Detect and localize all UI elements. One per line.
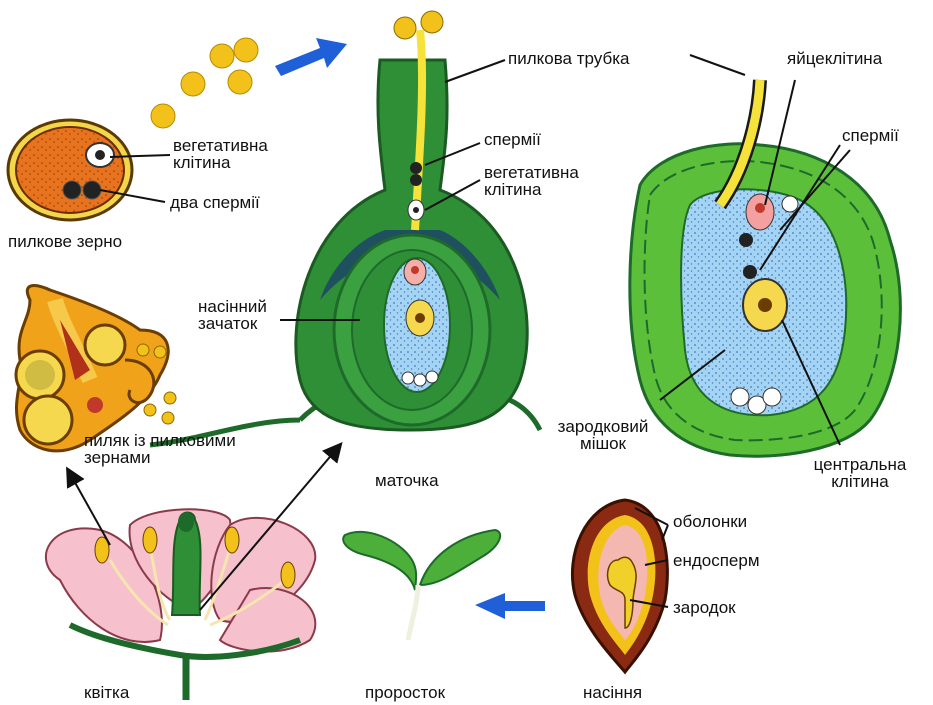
label-two-sperms: два спермії — [170, 194, 260, 211]
label-endosperm: ендосперм — [673, 552, 760, 569]
anther — [16, 286, 168, 451]
label-flower: квітка — [84, 684, 129, 701]
label-sperms-2: спермії — [842, 127, 899, 144]
label-coats: оболонки — [673, 513, 747, 530]
label-pistil: маточка — [375, 472, 439, 489]
flower — [46, 509, 315, 700]
label-vegetative-cell-2: вегетативна клітина — [484, 164, 609, 198]
label-ovule: насінний зачаток — [198, 298, 283, 332]
seedling — [343, 530, 500, 640]
label-sperms-1: спермії — [484, 131, 541, 148]
arrow-pollen-to-pistil — [275, 38, 347, 76]
label-seed: насіння — [583, 684, 642, 701]
label-egg-cell: яйцеклітина — [787, 50, 882, 67]
label-vegetative-cell-1: вегетативна клітина — [173, 137, 298, 171]
seed — [572, 500, 667, 672]
label-embryo-sac: зародковий мішок — [548, 418, 658, 452]
pistil — [150, 11, 540, 445]
label-embryo: зародок — [673, 599, 736, 616]
pollen-particles — [151, 38, 258, 128]
label-central-cell: центральна клітина — [810, 456, 910, 490]
label-pollen-grain: пилкове зерно — [8, 233, 122, 250]
label-anther: пиляк із пилковими зернами — [84, 432, 289, 466]
arrow-seed-to-seedling — [475, 593, 545, 619]
pollen-grain — [8, 120, 132, 220]
label-pollen-tube: пилкова трубка — [508, 50, 629, 67]
label-seedling: проросток — [365, 684, 445, 701]
